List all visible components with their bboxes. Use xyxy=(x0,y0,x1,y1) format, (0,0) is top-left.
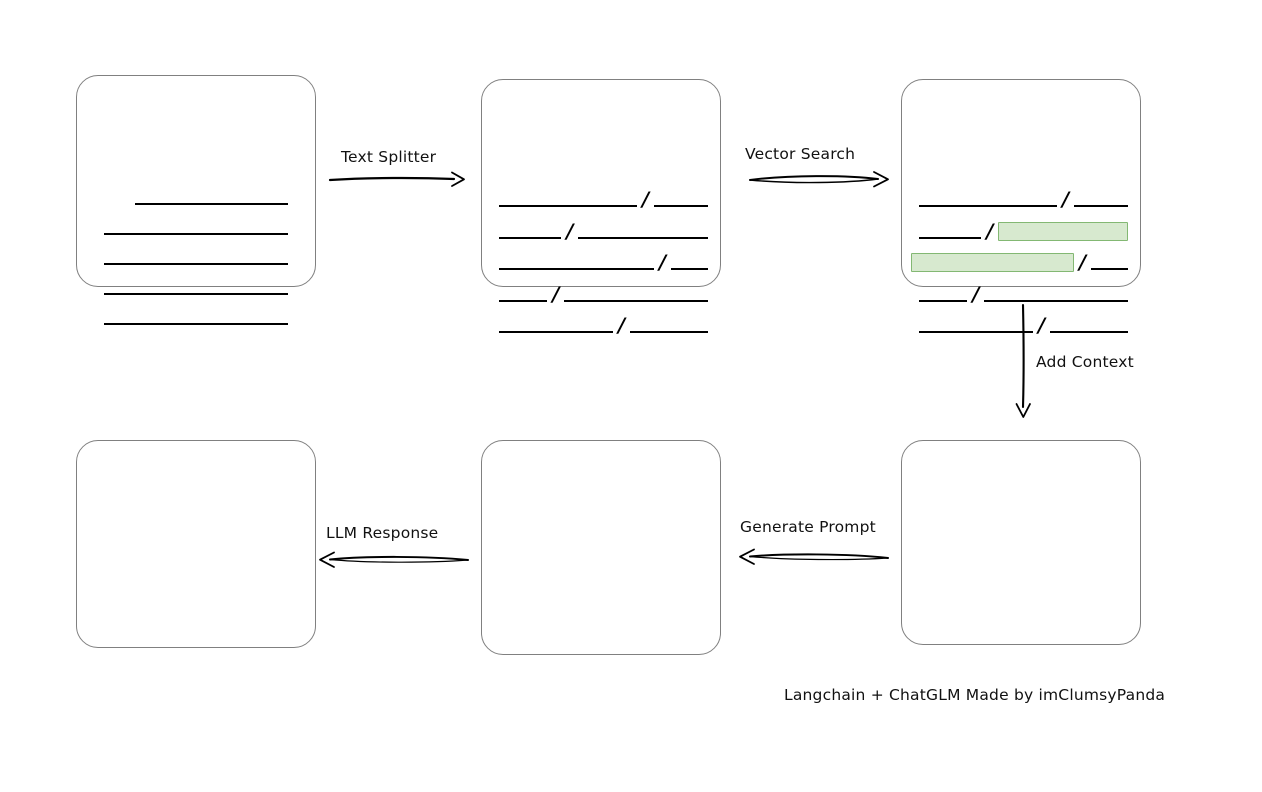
doc-line: / xyxy=(902,187,1140,211)
matched-chunk-highlight xyxy=(998,221,1128,241)
matched-document-box[interactable]: / / / / / xyxy=(901,79,1141,335)
segment-separator: / xyxy=(986,219,994,243)
line-segment xyxy=(104,218,288,236)
doc-line xyxy=(77,278,315,296)
line-segment xyxy=(564,285,708,303)
line-segment xyxy=(984,285,1128,303)
line-segment xyxy=(104,308,288,326)
line-segment xyxy=(135,188,288,206)
doc-line xyxy=(77,218,315,236)
edge-label-text-splitter: Text Splitter xyxy=(341,148,437,166)
edge-label-llm-response: LLM Response xyxy=(326,524,439,542)
edge-arrow-text-splitter xyxy=(328,171,465,187)
line-segment xyxy=(965,190,1057,208)
edge-label-vector-search: Vector Search xyxy=(745,145,856,163)
doc-line xyxy=(77,188,315,206)
line-segment xyxy=(104,278,288,296)
context-document-box[interactable]: / / / / / xyxy=(901,440,1141,645)
segment-separator: / xyxy=(1037,313,1045,337)
doc-line xyxy=(77,248,315,266)
segment-separator: / xyxy=(972,282,980,306)
line-segment xyxy=(630,316,708,334)
line-segment xyxy=(578,222,708,240)
line-segment xyxy=(499,316,613,334)
doc-line: / xyxy=(902,250,1140,274)
line-segment xyxy=(671,253,708,271)
doc-line: / xyxy=(482,313,720,337)
line-segment xyxy=(919,222,981,240)
footer-credit: Langchain + ChatGLM Made by imClumsyPand… xyxy=(784,686,1166,704)
edge-arrow-vector-search xyxy=(749,171,889,188)
line-segment xyxy=(919,316,1033,334)
line-segment xyxy=(499,285,547,303)
line-segment xyxy=(545,190,637,208)
doc-line: / xyxy=(482,187,720,211)
segment-separator: / xyxy=(566,219,574,243)
line-segment xyxy=(654,190,708,208)
doc-line: / xyxy=(482,250,720,274)
source-document-box[interactable] xyxy=(76,75,316,325)
line-segment xyxy=(919,190,965,208)
segment-separator: / xyxy=(1061,187,1069,211)
segment-separator: / xyxy=(658,250,666,274)
segment-separator: / xyxy=(552,282,560,306)
prompt-box[interactable]: Knowledge Question xyxy=(481,440,721,655)
line-segment xyxy=(1074,190,1128,208)
split-document-box[interactable]: / / / / / xyxy=(481,79,721,335)
line-segment xyxy=(1091,253,1128,271)
edge-arrow-generate-prompt xyxy=(739,548,889,565)
line-segment xyxy=(499,190,545,208)
doc-line: / xyxy=(902,313,1140,337)
line-segment xyxy=(919,285,967,303)
segment-separator: / xyxy=(1078,250,1086,274)
edge-label-generate-prompt: Generate Prompt xyxy=(740,518,876,536)
doc-line: / xyxy=(902,219,1140,243)
line-segment xyxy=(499,222,561,240)
line-segment xyxy=(104,248,288,266)
line-segment xyxy=(1050,316,1128,334)
doc-line: / xyxy=(902,282,1140,306)
segment-separator: / xyxy=(617,313,625,337)
answer-box[interactable]: Answer xyxy=(76,440,316,648)
edge-arrow-llm-response xyxy=(319,551,469,568)
doc-line: / xyxy=(482,282,720,306)
line-segment xyxy=(499,253,654,271)
segment-separator: / xyxy=(641,187,649,211)
edge-label-add-context: Add Context xyxy=(1036,353,1134,371)
doc-line: / xyxy=(482,219,720,243)
matched-chunk-highlight xyxy=(911,252,1074,272)
doc-line xyxy=(77,308,315,326)
edge-arrow-add-context xyxy=(1015,303,1031,418)
